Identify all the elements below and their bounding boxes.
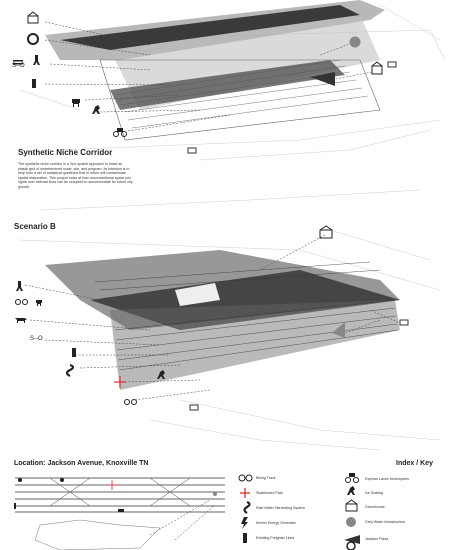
greenhouse-icon xyxy=(27,11,39,24)
legend-skater-icon xyxy=(347,486,355,495)
corridor-description: The synthetic niche corridor is a 3'po s… xyxy=(18,162,133,189)
vehicle-icon xyxy=(399,319,409,326)
plus-icon xyxy=(114,376,126,388)
column-icon xyxy=(32,79,36,88)
legend-label-ice-skating: Ice Skating xyxy=(365,491,383,495)
vehicle-icon xyxy=(189,404,199,411)
legend-label-rain-water: Rain Water Harvesting System xyxy=(256,506,305,510)
jackson-plaza-wedge-icon xyxy=(332,322,345,338)
rail-icon xyxy=(13,60,23,65)
scenario-b-structure xyxy=(45,250,400,390)
bicycle-icon xyxy=(124,399,137,405)
legend-greenhouse-icon xyxy=(345,499,358,512)
legend-label-jackson-plaza: Jackson Plaza xyxy=(365,537,389,541)
greenhouse-icon xyxy=(319,225,333,239)
skater-icon xyxy=(92,105,100,114)
legend-label-skatepark: Skateboard Park xyxy=(256,491,283,495)
vehicle-icon xyxy=(187,147,197,154)
rain-water-icon xyxy=(65,363,75,377)
corridor-structure xyxy=(45,0,385,141)
column-icon xyxy=(72,348,76,357)
legend-rain-water-icon xyxy=(243,500,251,514)
legend-label-grey-water: Grey Water Infrastructure xyxy=(365,520,406,524)
legend-label-kinetic: Kinetic Energy Generator xyxy=(256,521,297,525)
grey-water-circle-icon xyxy=(349,36,361,48)
legend-label-motorcycle: Express Lanes Motorcycles xyxy=(365,477,409,481)
scenario-title: Scenario B xyxy=(14,222,56,231)
gear-icon xyxy=(27,33,39,45)
leader-lines xyxy=(44,21,373,132)
corridor-title: Synthetic Niche Corridor xyxy=(18,148,113,157)
greenhouse-icon xyxy=(371,61,383,75)
site-linework xyxy=(19,4,446,211)
legend-gear-icon xyxy=(346,541,356,550)
s-dashes-icon: S--O xyxy=(12,63,25,69)
s-dashes-icon: S--O xyxy=(30,336,43,342)
motorcycle-icon xyxy=(113,128,127,137)
bicycle-icon xyxy=(15,299,28,305)
legend-rail-icon xyxy=(243,533,247,543)
deer-icon xyxy=(72,99,80,107)
scenario-b-site-lines xyxy=(19,229,441,451)
jackson-plaza-wedge-icon xyxy=(310,72,335,86)
figure-icon xyxy=(33,55,40,65)
legend-circle-icon xyxy=(346,517,356,527)
legend-wedge-icon xyxy=(344,535,360,544)
legend-kinetic-energy-icon xyxy=(241,517,248,529)
index-key-title: Index / Key xyxy=(396,460,433,467)
scenario-b-leader-lines xyxy=(24,234,406,401)
location-map xyxy=(14,477,225,550)
wolf-icon xyxy=(15,318,27,323)
legend-plus-icon xyxy=(240,488,250,498)
legend-bicycle-icon xyxy=(238,474,253,482)
skater-icon xyxy=(157,370,165,379)
location-title: Location: Jackson Avenue, Knoxville TN xyxy=(14,460,149,467)
legend-motorcycle-icon xyxy=(345,473,359,483)
legend-label-biking: Biking Track xyxy=(256,476,276,480)
figure-icon xyxy=(16,281,23,291)
vehicle-icon xyxy=(387,61,397,68)
deer-icon xyxy=(36,300,42,306)
legend-label-greenhouse: Greenhouse xyxy=(365,505,385,509)
legend-label-freight: Exisiting Freighter Lines xyxy=(256,536,295,540)
